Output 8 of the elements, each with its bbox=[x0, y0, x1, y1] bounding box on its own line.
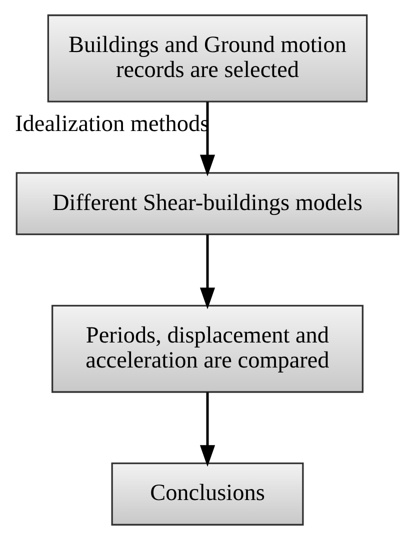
node-box: Periods, displacement and acceleration are compared bbox=[51, 304, 363, 393]
node-box: Conclusions bbox=[110, 462, 304, 526]
edge-label: Idealization methods bbox=[14, 110, 209, 137]
arrow bbox=[199, 234, 215, 310]
node-box: Different Shear-buildings models bbox=[15, 172, 399, 236]
arrow bbox=[199, 392, 215, 467]
node-box: Buildings and Ground motion records are selected bbox=[46, 14, 368, 102]
arrow bbox=[199, 102, 215, 176]
